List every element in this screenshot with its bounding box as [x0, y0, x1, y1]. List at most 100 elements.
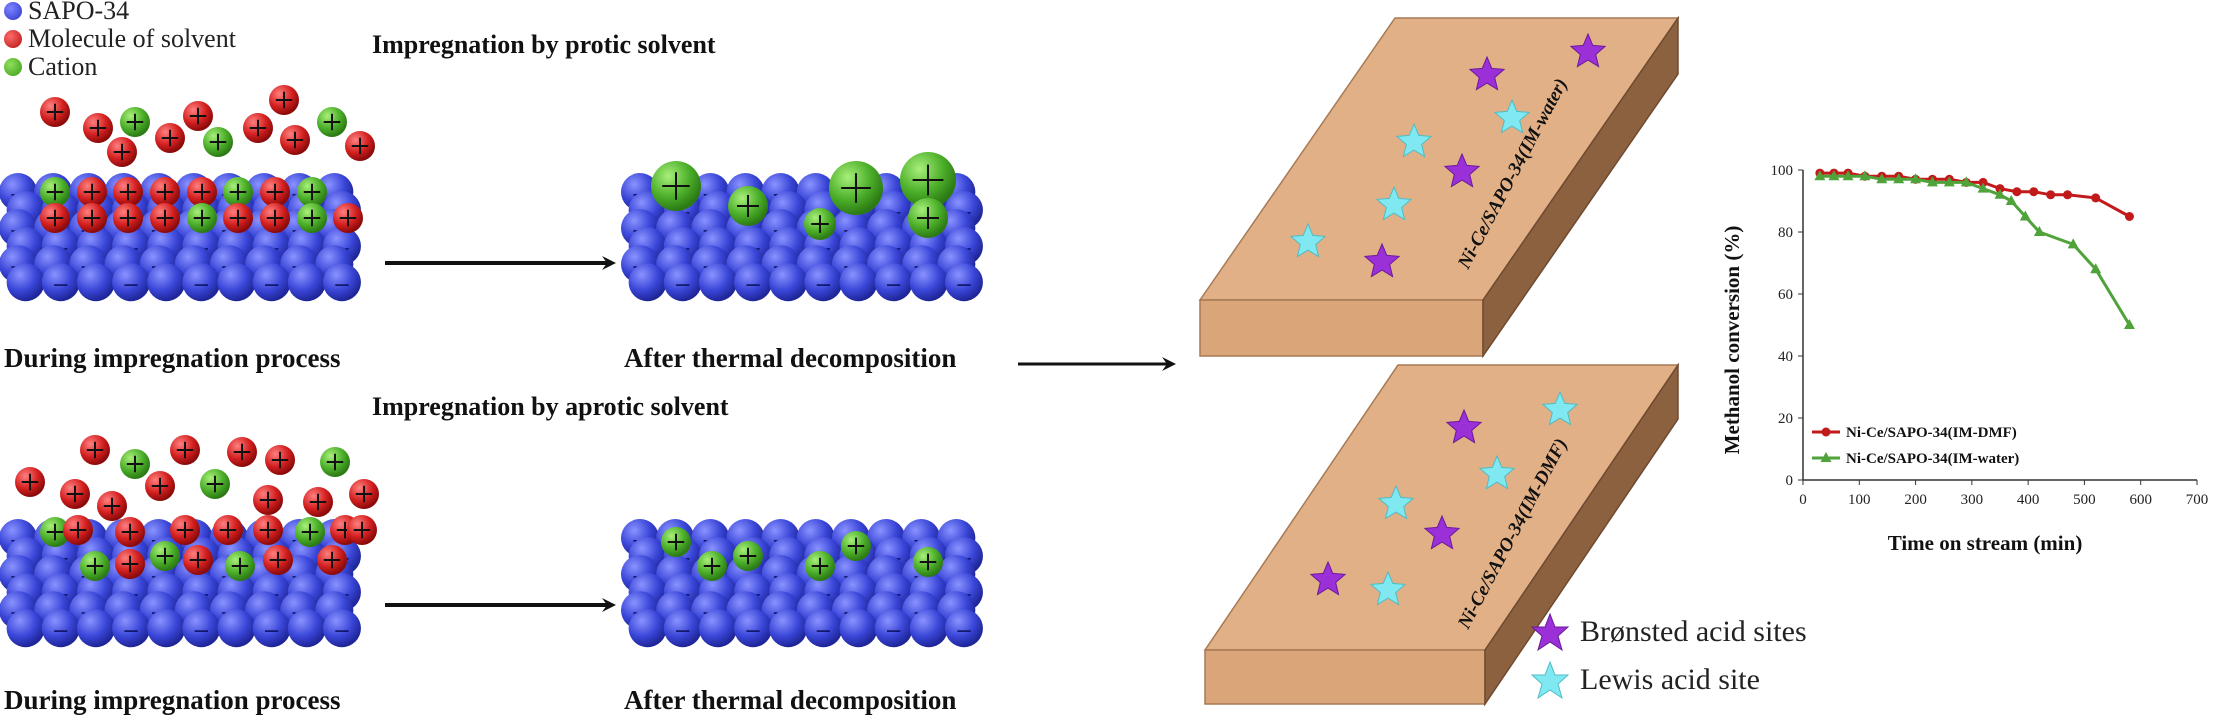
sapo-particle — [909, 263, 948, 302]
data-point — [1978, 177, 1988, 187]
sapo-particle — [839, 609, 878, 648]
sapo-particle — [41, 263, 80, 302]
sapo-particle — [909, 609, 948, 648]
legend-solvent: Molecule of solvent — [4, 24, 236, 54]
bronsted-star-icon — [1363, 242, 1401, 278]
x-tick-label: 500 — [2073, 492, 2096, 508]
lewis-star-icon — [1375, 185, 1413, 221]
sapo-particle — [217, 263, 256, 302]
y-tick-label: 20 — [1778, 411, 1793, 427]
lewis-star-icon — [1478, 454, 1516, 490]
scheme-illustration: Ni-Ce/SAPO-34(IM-water) Ni-Ce/SAPO-34(IM… — [0, 15, 1680, 707]
legend-sapo-label: SAPO-34 — [28, 0, 130, 25]
y-tick-label: 60 — [1778, 287, 1793, 303]
data-point — [1960, 176, 1972, 187]
x-tick-label: 300 — [1961, 492, 1984, 508]
sapo-particle — [287, 263, 326, 302]
legend-cation: Cation — [4, 52, 97, 82]
sapo-particle — [734, 609, 773, 648]
sapo-particle — [76, 609, 115, 648]
legend-bronsted: Brønsted acid sites — [1530, 612, 1807, 652]
lewis-star-icon — [1541, 390, 1579, 426]
solvent-swatch-icon — [4, 30, 22, 48]
acid-site-stars — [1289, 32, 1607, 606]
data-point — [1977, 182, 1989, 193]
x-tick-label: 0 — [1799, 492, 1807, 508]
caption-after-bottom: After thermal decomposition — [624, 685, 957, 715]
legend-lewis-label: Lewis acid site — [1580, 663, 1760, 696]
caption-during-bottom: During impregnation process — [4, 685, 341, 715]
data-point — [2019, 210, 2031, 221]
data-point — [2123, 319, 2135, 329]
lewis-star-icon — [1530, 660, 1570, 700]
sapo-particle — [41, 609, 80, 648]
data-point — [1893, 173, 1905, 184]
legend-sapo: SAPO-34 — [4, 0, 129, 26]
sapo-particle — [663, 263, 702, 302]
lewis-star-icon — [1289, 222, 1327, 258]
caption-during-top: During impregnation process — [4, 343, 341, 373]
bronsted-star-icon — [1443, 152, 1481, 188]
sapo-particle — [804, 609, 843, 648]
y-tick-label: 0 — [1786, 473, 1794, 489]
bronsted-star-icon — [1569, 32, 1607, 68]
sapo-swatch-icon — [4, 2, 22, 20]
sapo-particle — [628, 263, 667, 302]
data-point — [2033, 226, 2045, 236]
lewis-star-icon — [1377, 484, 1415, 520]
x-tick-label: 200 — [1904, 492, 1927, 508]
sapo-particle — [6, 263, 45, 302]
sapo-particle — [147, 263, 186, 302]
data-point — [2091, 193, 2101, 203]
lewis-star-icon — [1493, 98, 1531, 134]
sapo-particle — [874, 609, 913, 648]
data-point — [1994, 188, 2006, 199]
sapo-particle — [182, 609, 221, 648]
sapo-particle — [252, 263, 291, 302]
chart-ylabel: Methanol conversion (%) — [1720, 226, 1744, 455]
bronsted-star-icon — [1530, 612, 1570, 652]
title-protic: Impregnation by protic solvent — [372, 30, 716, 59]
data-point — [1910, 173, 1922, 184]
data-point — [1995, 184, 2005, 194]
molecules-during-top — [40, 85, 375, 233]
x-tick-label: 400 — [2017, 492, 2040, 508]
legend-bronsted-label: Brønsted acid sites — [1580, 615, 1807, 648]
legend-marker — [1820, 452, 1832, 462]
sapo-particle — [322, 263, 361, 302]
x-tick-label: 700 — [2186, 492, 2209, 508]
sapo-particle — [76, 263, 115, 302]
sapo-particle — [698, 609, 737, 648]
sapo-particle — [628, 609, 667, 648]
legend-label: Ni-Ce/SAPO-34(IM-water) — [1846, 451, 2019, 467]
x-tick-label: 100 — [1848, 492, 1871, 508]
data-point — [2067, 238, 2079, 249]
sapo-particle — [698, 263, 737, 302]
data-point — [2046, 190, 2056, 200]
sapo-particle — [322, 609, 361, 648]
sapo-particle — [734, 263, 773, 302]
legend-solvent-label: Molecule of solvent — [28, 24, 236, 53]
molecules-during-bottom — [15, 435, 379, 581]
lewis-star-icon — [1369, 570, 1407, 606]
y-tick-label: 100 — [1771, 163, 1794, 179]
cations-after-top — [651, 152, 956, 240]
data-point — [2063, 190, 2073, 200]
bronsted-star-icon — [1309, 560, 1347, 596]
sapo-particle — [112, 263, 151, 302]
sapo-particle — [112, 609, 151, 648]
data-point — [1876, 173, 1888, 184]
cations-after-bottom — [661, 527, 943, 581]
data-point — [2012, 187, 2022, 197]
sapo-support-during-bottom — [0, 519, 361, 648]
sapo-particle — [252, 609, 291, 648]
bronsted-star-icon — [1468, 55, 1506, 91]
data-point — [1828, 170, 1840, 181]
sapo-particle — [663, 609, 702, 648]
sapo-particle — [839, 263, 878, 302]
data-point — [1926, 176, 1938, 187]
sapo-particle — [769, 609, 808, 648]
data-point — [1814, 170, 1826, 181]
sapo-particle — [944, 263, 983, 302]
